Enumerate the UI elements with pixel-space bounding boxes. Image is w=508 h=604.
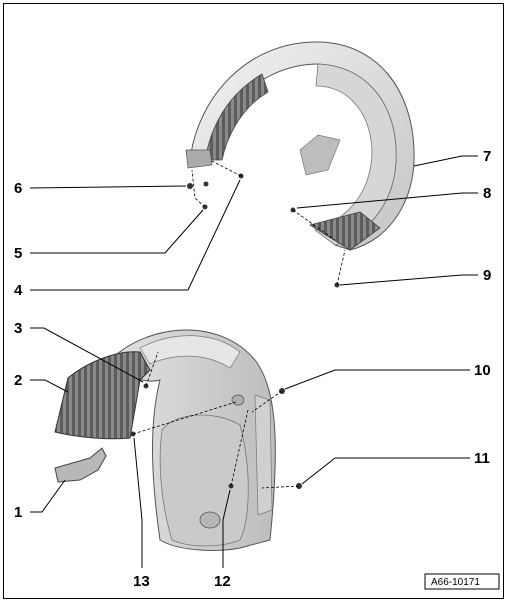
fastener-6b bbox=[203, 181, 209, 187]
leader-10 bbox=[284, 369, 470, 390]
figure-frame bbox=[3, 3, 504, 599]
leader-9 bbox=[339, 274, 478, 286]
mounting-bracket bbox=[54, 447, 107, 483]
drain-hole bbox=[199, 511, 221, 529]
upper-wheel-housing-liner bbox=[185, 41, 415, 251]
leader-6 bbox=[29, 185, 187, 189]
callout-1: 1 bbox=[14, 504, 22, 521]
assembly-line-13 bbox=[132, 401, 237, 435]
leader-4 bbox=[30, 179, 241, 291]
liner-inner-wall bbox=[314, 63, 397, 246]
liner-inner-panel bbox=[159, 414, 249, 547]
leader-7 bbox=[413, 155, 478, 167]
leader-8 bbox=[296, 192, 478, 209]
callout-9: 9 bbox=[483, 267, 491, 284]
liner-side-flange bbox=[254, 394, 273, 516]
liner-top-rim bbox=[139, 335, 241, 369]
assembly-line-4 bbox=[209, 159, 242, 177]
assembly-line-5 bbox=[191, 169, 206, 208]
callout-6: 6 bbox=[14, 180, 22, 197]
reference-code-box bbox=[424, 573, 500, 590]
mounting-hole bbox=[231, 394, 245, 406]
liner-mount-tab bbox=[185, 149, 213, 169]
assembly-line-12 bbox=[230, 409, 249, 487]
callout-7: 7 bbox=[483, 148, 491, 165]
lower-wheel-housing-liner bbox=[109, 329, 276, 551]
callout-3: 3 bbox=[14, 320, 22, 337]
callout-8: 8 bbox=[483, 185, 491, 202]
leader-13 bbox=[133, 437, 143, 568]
assembly-line-10 bbox=[251, 390, 283, 413]
lower-vent-grille bbox=[309, 211, 381, 251]
callout-12: 12 bbox=[214, 573, 231, 590]
callout-10: 10 bbox=[474, 362, 491, 379]
callout-11: 11 bbox=[474, 450, 490, 467]
leader-11 bbox=[301, 457, 470, 485]
leader-lines bbox=[29, 155, 478, 568]
leader-2 bbox=[30, 379, 69, 393]
callout-4: 4 bbox=[14, 282, 23, 299]
assembly-line-8 bbox=[292, 209, 336, 241]
assembly-lines bbox=[132, 159, 346, 489]
assembly-line-11 bbox=[261, 485, 300, 489]
reference-code: A66-10171 bbox=[431, 577, 480, 588]
assembly-line-9 bbox=[336, 249, 346, 286]
leader-3 bbox=[30, 327, 144, 383]
air-guide-grille-panel bbox=[54, 351, 151, 440]
assembly-line-3 bbox=[145, 351, 159, 387]
leader-12 bbox=[222, 489, 231, 568]
callout-5: 5 bbox=[14, 245, 22, 262]
liner-bracket bbox=[299, 134, 341, 176]
callout-2: 2 bbox=[14, 372, 22, 389]
fastener-6 bbox=[187, 183, 193, 189]
leader-1 bbox=[30, 479, 66, 513]
leader-5 bbox=[30, 209, 204, 254]
callout-labels: 1 2 3 4 5 6 7 8 9 10 11 12 13 bbox=[14, 148, 491, 590]
callout-13: 13 bbox=[133, 573, 150, 590]
upper-vent-grille bbox=[204, 73, 269, 161]
